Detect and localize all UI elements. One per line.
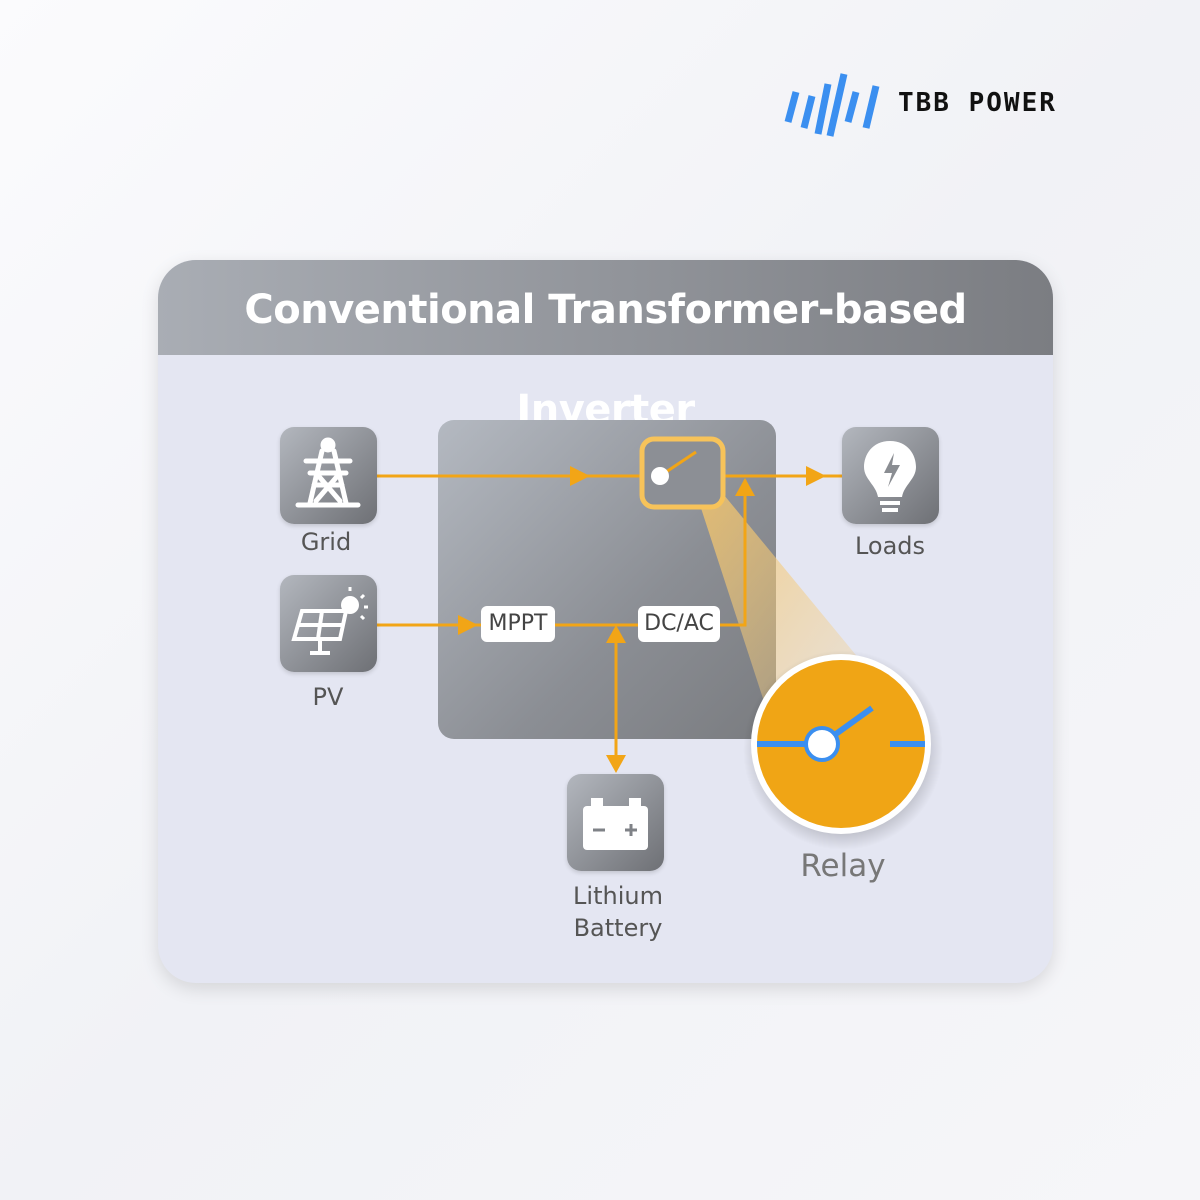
dcac-to-relay-line: [720, 480, 747, 627]
card-header: [158, 260, 1053, 355]
arrow: [570, 466, 590, 486]
pv-label: PV: [312, 683, 344, 711]
battery-label-line1: Lithium: [573, 882, 663, 910]
diagram-card: Conventional Transformer-based Inverter: [158, 260, 1053, 983]
mppt-label: MPPT: [481, 606, 555, 642]
arrow: [458, 615, 478, 635]
relay-label: Relay: [800, 848, 886, 884]
arrow: [806, 466, 826, 486]
card-title: Conventional Transformer-based Inverter: [244, 287, 967, 433]
light-bulb-icon: [864, 441, 916, 512]
relay-pivot-icon: [651, 467, 669, 485]
arrow: [735, 478, 755, 496]
loads-tile: [842, 427, 939, 524]
relay-box: [639, 436, 726, 510]
pv-tile: [280, 575, 377, 672]
arrow: [606, 755, 626, 773]
grid-label: Grid: [300, 528, 352, 556]
solar-panel-icon: [291, 587, 368, 655]
dcac-label: DC/AC: [638, 606, 720, 642]
brand-name: TBB POWER: [898, 88, 1057, 118]
loads-label: Loads: [854, 532, 926, 560]
battery-icon: [583, 798, 648, 850]
transmission-tower-icon: [295, 437, 361, 508]
arrow: [606, 625, 626, 643]
tbb-logo-icon: [784, 73, 880, 137]
battery-label-line2: Battery: [573, 914, 663, 942]
grid-tile: [280, 427, 377, 524]
battery-tile: [567, 774, 664, 871]
